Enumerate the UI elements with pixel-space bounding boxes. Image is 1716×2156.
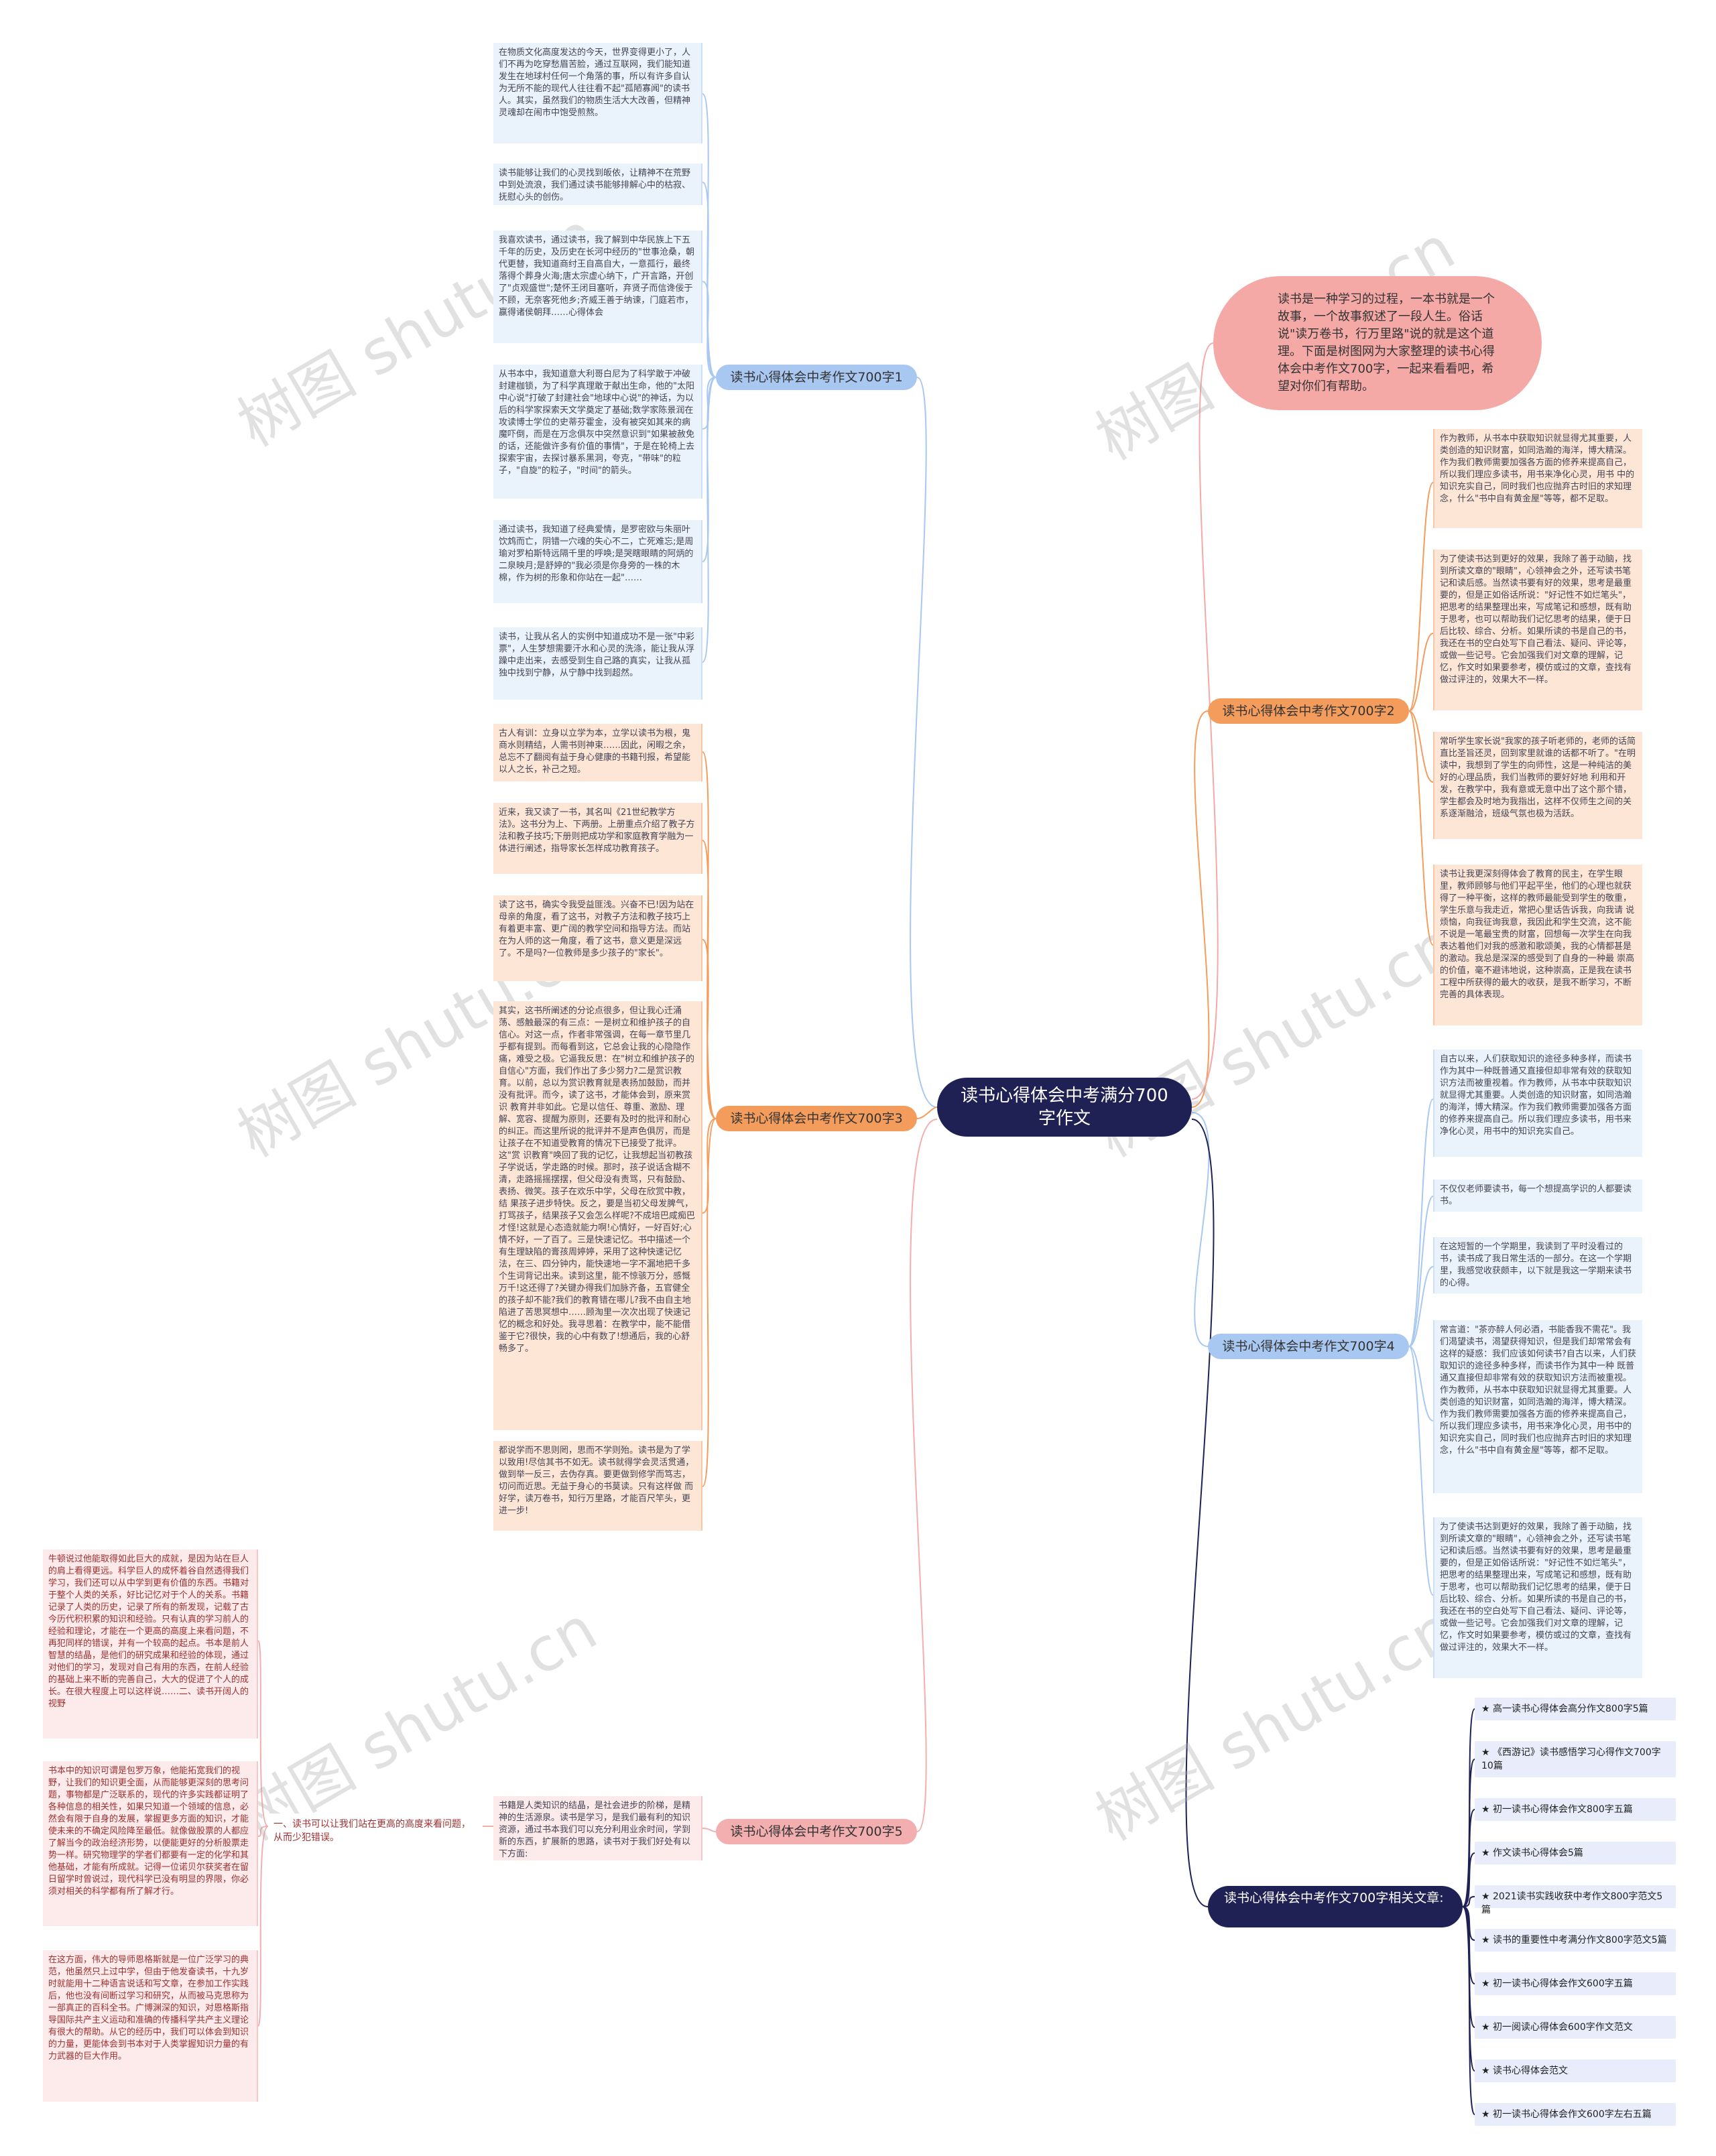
essay4-paragraph[interactable]: 自古以来，人们获取知识的途径多种多样，而读书作为其中一种既普通又直接但却非常有效… [1433, 1050, 1642, 1157]
essay4-paragraph[interactable]: 常言道："茶亦醉人何必酒，书能香我不需花"。我们渴望读书，渴望获得知识，但是我们… [1433, 1320, 1642, 1493]
essay1-paragraph[interactable]: 读书能够让我们的心灵找到皈依，让精神不在荒野中到处流浪，我们通过读书能够排解心中… [493, 164, 702, 205]
essay4-paragraph[interactable]: 为了使读书达到更好的效果，我除了善于动脑，找到所读文章的"眼睛"，心领神会之外，… [1433, 1517, 1642, 1678]
essay3-paragraph[interactable]: 其实，这书所阐述的分论点很多，但让我心迁涌荡、感触最深的有三点：一是树立和维护孩… [493, 1001, 702, 1430]
essay4-paragraph[interactable]: 不仅仅老师要读书，每一个想提高学识的人都要读书。 [1433, 1180, 1642, 1212]
essay1-paragraph[interactable]: 通过读书，我知道了经典爱情，是罗密欧与朱丽叶饮鸩而亡，阴错一穴魂的失心不二，亡死… [493, 520, 702, 603]
essay5-intro[interactable]: 书籍是人类知识的结晶，是社会进步的阶梯，是精神的生活源泉。读书是学习，是我们最有… [493, 1796, 702, 1860]
related-article-link[interactable]: ★ 高一读书心得体会高分作文800字5篇 [1475, 1698, 1676, 1720]
branch-essay-4[interactable]: 读书心得体会中考作文700字4 [1208, 1334, 1409, 1359]
essay3-paragraph[interactable]: 都说学而不思则罔，思而不学则殆。读书是为了学以致用!尽信其书不如无。读书就得学会… [493, 1441, 702, 1531]
intro-node[interactable]: 读书是一种学习的过程，一本书就是一个故事，一个故事叙述了一段人生。俗话说"读万卷… [1213, 276, 1542, 410]
related-article-link[interactable]: ★ 作文读书心得体会5篇 [1475, 1842, 1676, 1864]
essay1-paragraph[interactable]: 读书，让我从名人的实例中知道成功不是一张"中彩票"，人生梦想需要汗水和心灵的洗涤… [493, 627, 702, 700]
branch-essay-5[interactable]: 读书心得体会中考作文700字5 [716, 1819, 917, 1844]
essay2-paragraph[interactable]: 读书让我更深刻得体会了教育的民主，在学生眼里，教师顾够与他们平起平坐，他们的心理… [1433, 865, 1642, 1025]
essay4-paragraph[interactable]: 在这短暂的一个学期里，我读到了平时没看过的书，读书成了我日常生活的一部分。在这一… [1433, 1237, 1642, 1293]
related-article-link[interactable]: ★ 初一读书心得体会作文600字五篇 [1475, 1972, 1676, 1995]
related-article-link[interactable]: ★ 初一读书心得体会作文600字左右五篇 [1475, 2103, 1676, 2126]
branch-essay-2[interactable]: 读书心得体会中考作文700字2 [1208, 698, 1409, 724]
essay5-paragraph[interactable]: 牛顿说过他能取得如此巨大的成就，是因为站在巨人的肩上看得更远。科学巨人的成怀着谷… [43, 1549, 258, 1738]
essay3-paragraph[interactable]: 近来，我又读了一书，其名叫《21世纪教学方法》。这书分为上、下两册。上册重点介绍… [493, 803, 702, 874]
essay5-paragraph[interactable]: 书本中的知识可谓是包罗万象，他能拓宽我们的视野，让我们的知识更全面，从而能够更深… [43, 1761, 258, 1926]
related-article-link[interactable]: ★ 《西游记》读书感悟学习心得作文700字10篇 [1475, 1741, 1676, 1777]
related-article-link[interactable]: ★ 初一阅读心得体会600字作文范文 [1475, 2016, 1676, 2039]
essay2-paragraph[interactable]: 为了使读书达到更好的效果，我除了善于动脑，找到所读文章的"眼睛"，心领神会之外，… [1433, 550, 1642, 710]
related-article-link[interactable]: ★ 读书心得体会范文 [1475, 2059, 1676, 2082]
related-article-link[interactable]: ★ 读书的重要性中考满分作文800字范文5篇 [1475, 1929, 1676, 1952]
essay2-paragraph[interactable]: 常听学生家长说"我家的孩子听老师的，老师的话简直比圣旨还灵，回到家里就谁的话都不… [1433, 732, 1642, 839]
branch-essay-3[interactable]: 读书心得体会中考作文700字3 [716, 1106, 917, 1131]
related-article-link[interactable]: ★ 2021读书实践收获中考作文800字范文5篇 [1475, 1885, 1676, 1915]
branch-related-articles[interactable]: 读书心得体会中考作文700字相关文章: [1208, 1886, 1463, 1927]
essay1-paragraph[interactable]: 我喜欢读书，通过读书，我了解到中华民族上下五千年的历史，及历史在长河中经历的"世… [493, 231, 702, 343]
central-topic[interactable]: 读书心得体会中考满分700字作文 [937, 1078, 1192, 1137]
essay5-point-1[interactable]: 一、读书可以让我们站在更高的高度来看问题，从而少犯错误。 [268, 1814, 483, 1846]
branch-essay-1[interactable]: 读书心得体会中考作文700字1 [716, 365, 917, 390]
essay5-paragraph[interactable]: 在这方面，伟大的导师恩格斯就是一位广泛学习的典范，他虽然只上过中学，但由于他发奋… [43, 1950, 258, 2102]
related-article-link[interactable]: ★ 初一读书心得体会作文800字五篇 [1475, 1798, 1676, 1821]
essay3-paragraph[interactable]: 读了这书，确实令我受益匪浅。兴奋不已!因为站在母亲的角度，看了这书，对教子方法和… [493, 895, 702, 981]
essay3-paragraph[interactable]: 古人有训：立身以立学为本，立学以读书为根，鬼商水则精结，人需书则神束……因此，闲… [493, 724, 702, 781]
essay1-paragraph[interactable]: 从书本中，我知道意大利哥白尼为了科学敢于冲破封建枷锁，为了科学真理敢于献出生命，… [493, 365, 702, 499]
essay1-paragraph[interactable]: 在物质文化高度发达的今天，世界变得更小了，人们不再为吃穿愁眉苦脸，通过互联网，我… [493, 43, 702, 143]
essay2-paragraph[interactable]: 作为教师，从书本中获取知识就显得尤其重要，人类创造的知识财富，如同浩瀚的海洋，博… [1433, 429, 1642, 528]
